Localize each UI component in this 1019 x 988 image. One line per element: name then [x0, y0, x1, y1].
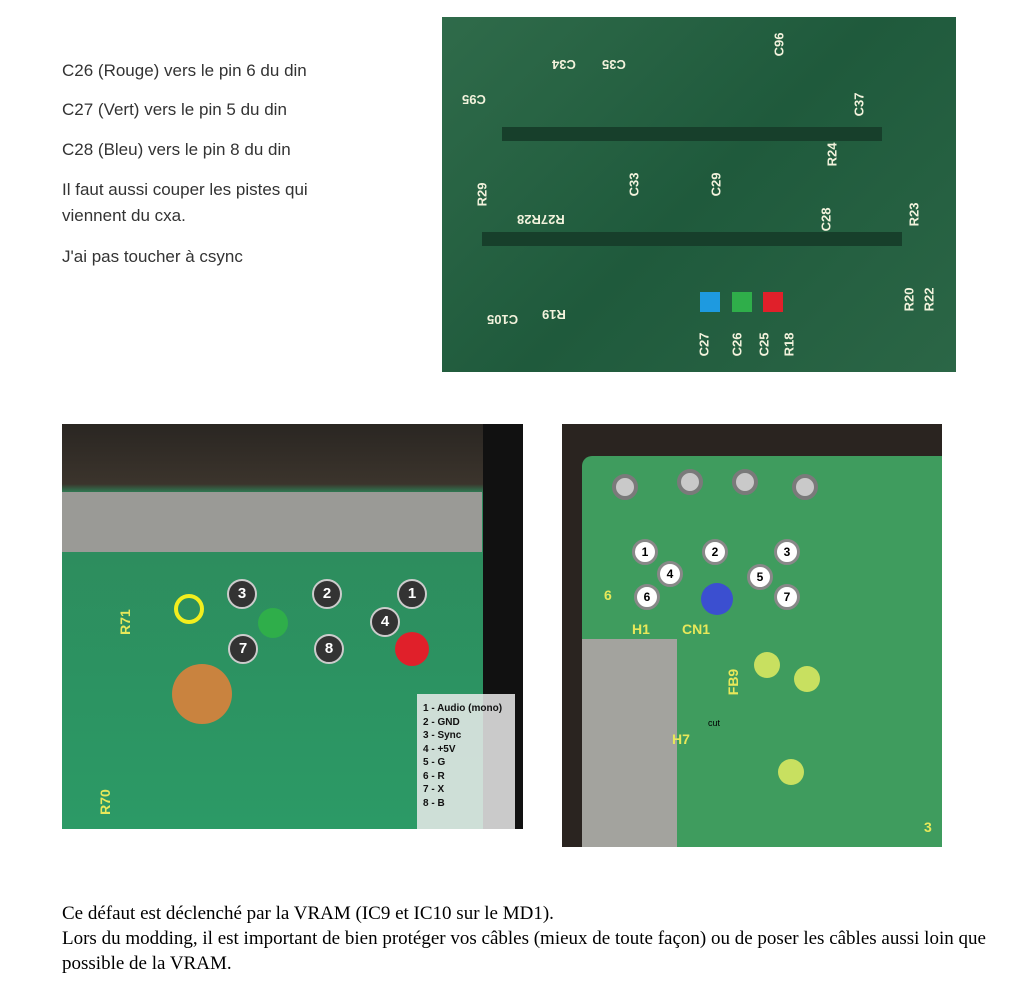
- cn1-pin-7: 7: [774, 584, 800, 610]
- label-fb9: FB9: [725, 668, 742, 696]
- din-pin-3: 3: [227, 579, 257, 609]
- cut-label: cut: [708, 718, 721, 728]
- green-marker: [258, 608, 288, 638]
- capacitor: [172, 664, 232, 724]
- instruction-c28: C28 (Bleu) vers le pin 8 du din: [62, 140, 291, 159]
- cn1-pin-2: 2: [702, 539, 728, 565]
- label-r71: R71: [116, 609, 133, 635]
- label: C95: [462, 92, 486, 107]
- ferrite-bead: [794, 666, 820, 692]
- label-h7: H7: [672, 731, 690, 747]
- label: C35: [602, 57, 626, 72]
- label: R29: [474, 182, 490, 207]
- label: C29: [708, 172, 724, 197]
- yellow-marker: [174, 594, 204, 624]
- din-connector-photo: 3 2 1 4 7 8 R71 R70 1 - Audio (mono) 2 -…: [62, 424, 523, 829]
- label: R23: [906, 202, 922, 227]
- footer-line-2: Lors du modding, il est important de bie…: [62, 928, 986, 974]
- blue-marker: [700, 292, 720, 312]
- cn1-pin-1: 1: [632, 539, 658, 565]
- green-marker: [732, 292, 752, 312]
- cn1-pin-4: 4: [657, 561, 683, 587]
- label: C105: [487, 312, 519, 327]
- legend-item: 2 - GND: [423, 716, 460, 728]
- din-pin-1: 1: [397, 579, 427, 609]
- legend-item: 4 - +5V: [423, 743, 456, 755]
- label-3: 3: [924, 819, 932, 835]
- label-6: 6: [604, 587, 612, 603]
- instruction-c27: C27 (Vert) vers le pin 5 du din: [62, 100, 287, 119]
- pinout-legend: 1 - Audio (mono) 2 - GND 3 - Sync 4 - +5…: [417, 694, 515, 829]
- label: C26: [729, 332, 745, 357]
- footer-line-1: Ce défaut est déclenché par la VRAM (IC9…: [62, 903, 554, 924]
- label: R18: [781, 332, 797, 357]
- label: C33: [626, 172, 642, 197]
- red-marker: [763, 292, 783, 312]
- legend-item: 3 - Sync: [423, 730, 462, 741]
- instruction-cut-traces: Il faut aussi couper les pistes qui vien…: [62, 180, 308, 225]
- cn1-pin-6: 6: [634, 584, 660, 610]
- cn1-pin-3: 3: [774, 539, 800, 565]
- label: C28: [818, 207, 834, 232]
- instruction-csync: J'ai pas toucher à csync: [62, 247, 243, 266]
- label: C25: [756, 332, 772, 357]
- legend-item: 5 - G: [423, 757, 446, 768]
- label-r70: R70: [96, 789, 113, 815]
- ferrite-bead: [754, 652, 780, 678]
- label: C27: [696, 332, 712, 357]
- blue-marker: [701, 583, 733, 615]
- ferrite-bead: [778, 759, 804, 785]
- label-cn1: CN1: [682, 621, 711, 637]
- label: C96: [771, 32, 787, 57]
- din-pin-2: 2: [312, 579, 342, 609]
- cn1-pin-5: 5: [747, 564, 773, 590]
- label: C37: [851, 92, 867, 117]
- label: R20: [901, 287, 917, 312]
- footer-note: Ce défaut est déclenché par la VRAM (IC9…: [62, 901, 1002, 976]
- label: R22: [921, 287, 937, 312]
- legend-item: 7 - X: [423, 784, 445, 795]
- din-pin-7: 7: [228, 634, 258, 664]
- label-h1: H1: [632, 621, 650, 637]
- legend-item: 8 - B: [423, 797, 445, 809]
- legend-item: 6 - R: [423, 770, 445, 782]
- label: R19: [542, 307, 566, 322]
- label: R24: [824, 142, 840, 167]
- red-marker: [395, 632, 429, 666]
- din-pin-8: 8: [314, 634, 344, 664]
- legend-item: 1 - Audio (mono): [423, 703, 503, 714]
- label: R27R28: [517, 212, 565, 227]
- din-pin-4: 4: [370, 607, 400, 637]
- cn1-connector-photo: 1 2 3 4 5 6 7 H1 CN1 H7 FB9 6 3 cut: [562, 424, 942, 847]
- label: C34: [552, 57, 576, 72]
- instruction-c26: C26 (Rouge) vers le pin 6 du din: [62, 61, 307, 80]
- pcb-photo-capacitors: C27 C26 C25 R18 C28 R24 R20 R22 R29 R27R…: [442, 17, 956, 372]
